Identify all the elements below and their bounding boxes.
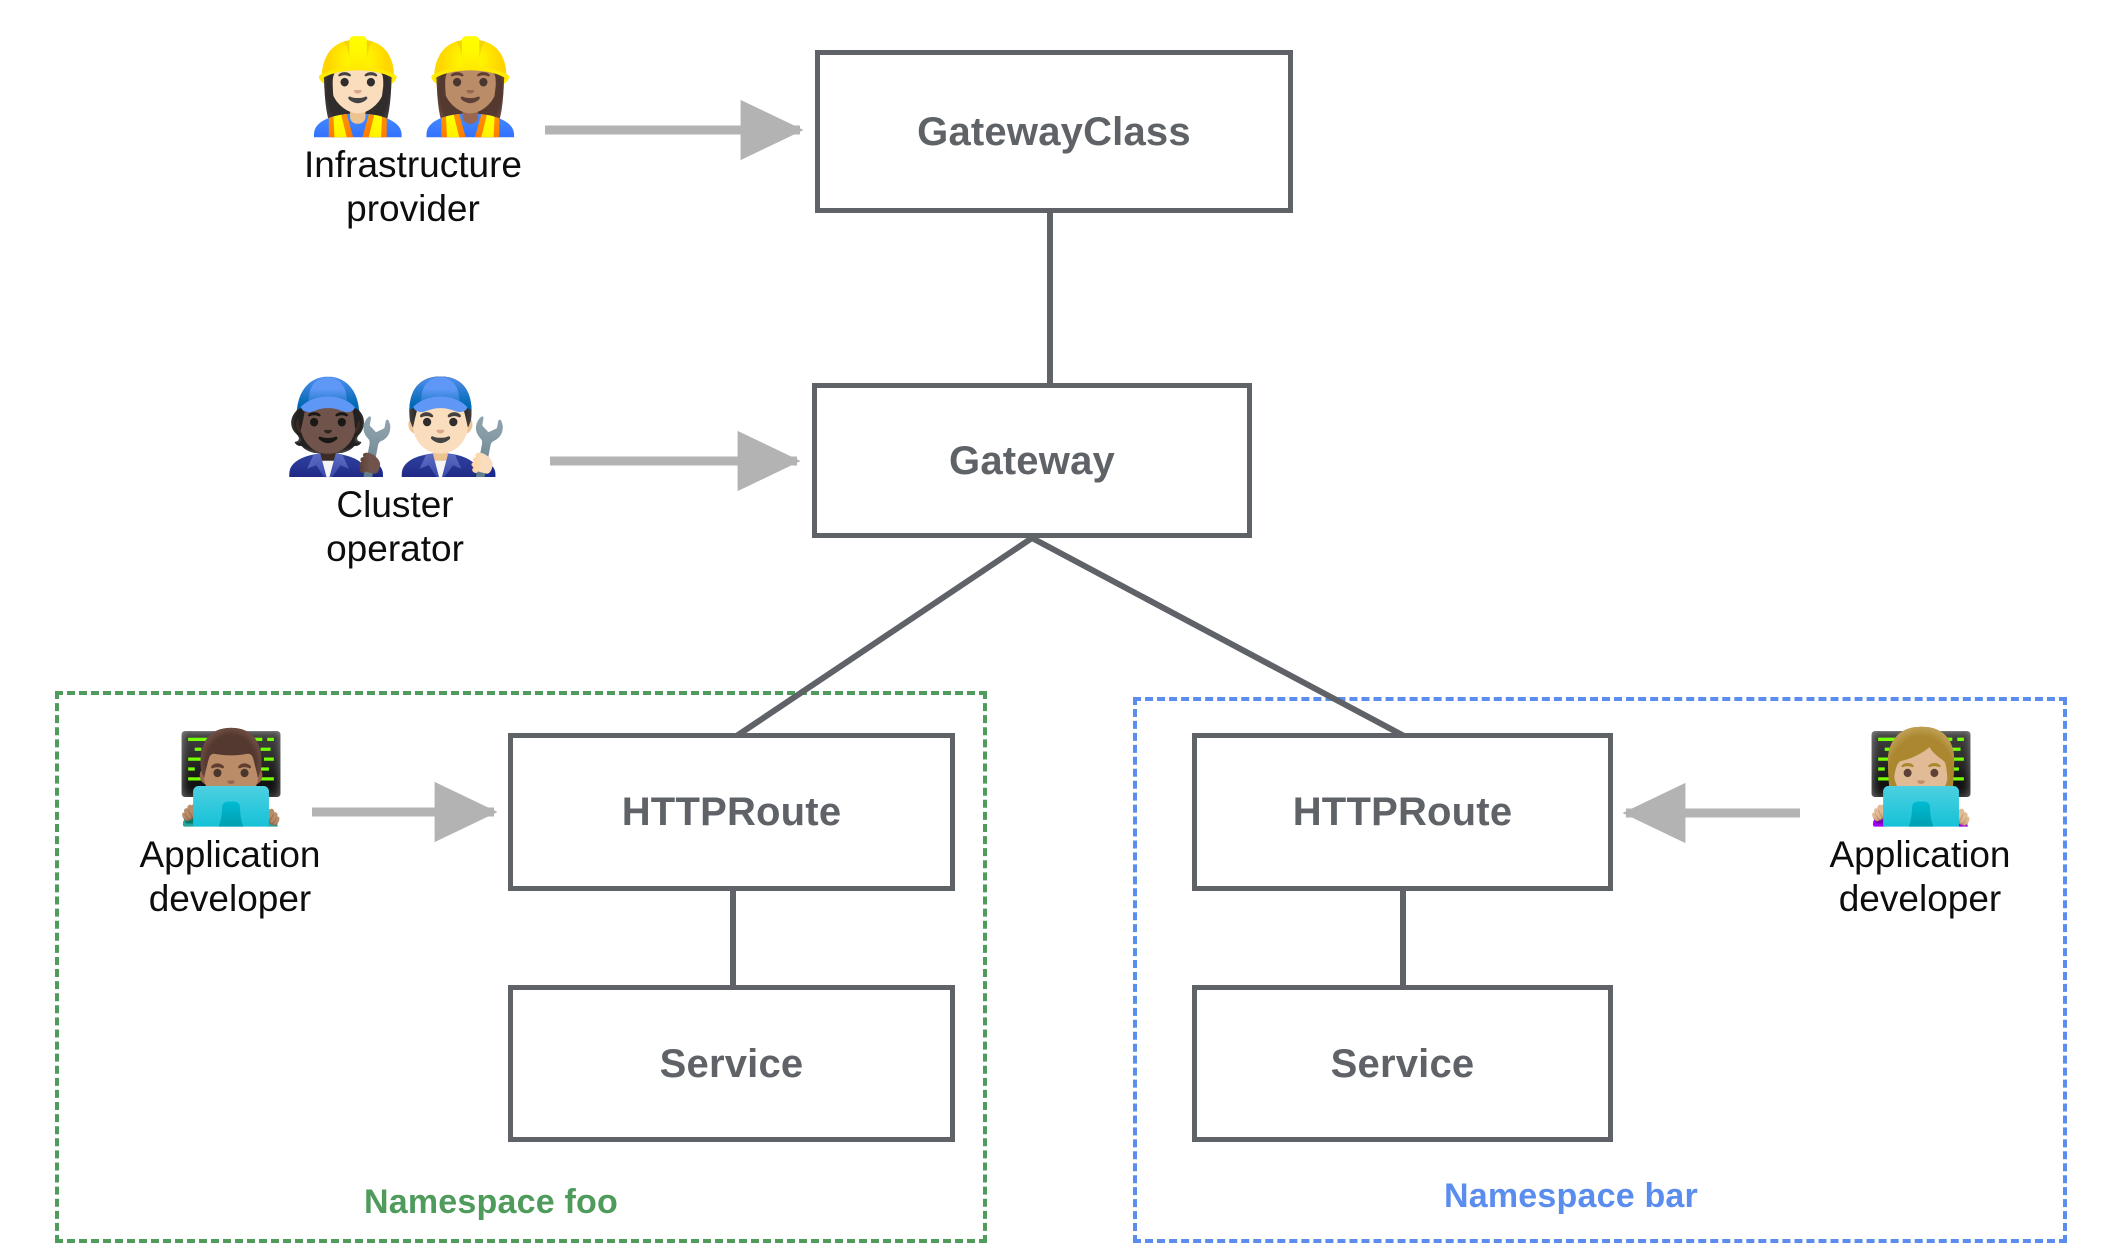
- node-service-foo[interactable]: Service: [508, 985, 955, 1142]
- namespace-region-foo: [55, 691, 987, 1243]
- node-httproute-bar[interactable]: HTTPRoute: [1192, 733, 1613, 891]
- node-service-foo-label: Service: [659, 1041, 804, 1086]
- node-service-bar[interactable]: Service: [1192, 985, 1613, 1142]
- namespace-region-bar: [1133, 697, 2067, 1243]
- person-mechanic-icon: 🧑🏿‍🔧👨🏻‍🔧: [282, 376, 509, 478]
- namespace-label-foo: Namespace foo: [364, 1183, 618, 1221]
- persona-infrastructure-provider: 👷🏻‍♀️👷🏽‍♀️ Infrastructure provider: [268, 36, 558, 231]
- persona-infrastructure-provider-label: Infrastructure provider: [304, 144, 522, 230]
- node-gatewayclass[interactable]: GatewayClass: [815, 50, 1293, 213]
- node-httproute-bar-label: HTTPRoute: [1292, 790, 1513, 834]
- persona-application-developer-bar: 👩🏼‍💻 Application developer: [1790, 728, 2050, 921]
- node-gateway-label: Gateway: [949, 438, 1115, 483]
- node-httproute-foo-label: HTTPRoute: [621, 790, 842, 834]
- persona-application-developer-foo: 👨🏽‍💻 Application developer: [100, 728, 360, 921]
- persona-application-developer-bar-label: Application developer: [1829, 834, 2011, 919]
- node-service-bar-label: Service: [1330, 1041, 1475, 1086]
- persona-cluster-operator-label: Cluster operator: [326, 484, 464, 570]
- persona-cluster-operator: 🧑🏿‍🔧👨🏻‍🔧 Cluster operator: [250, 376, 540, 571]
- woman-technologist-icon: 👩🏼‍💻: [1864, 728, 1977, 828]
- node-httproute-foo[interactable]: HTTPRoute: [508, 733, 955, 891]
- persona-application-developer-foo-label: Application developer: [139, 834, 321, 919]
- node-gateway[interactable]: Gateway: [812, 383, 1252, 538]
- node-gatewayclass-label: GatewayClass: [917, 109, 1191, 154]
- man-technologist-icon: 👨🏽‍💻: [174, 728, 287, 828]
- woman-construction-worker-icon: 👷🏻‍♀️👷🏽‍♀️: [300, 36, 527, 138]
- namespace-label-bar: Namespace bar: [1444, 1177, 1698, 1215]
